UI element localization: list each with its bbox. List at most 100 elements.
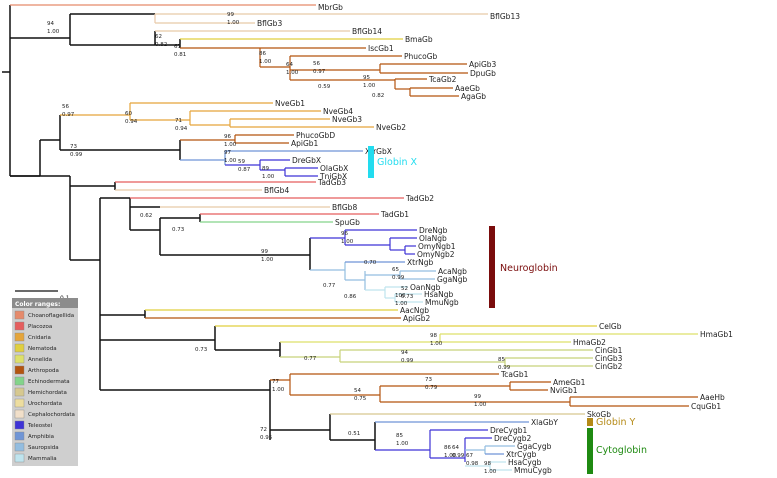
- support-posterior: 0.77: [323, 283, 336, 289]
- support-posterior: 0.79: [425, 385, 438, 391]
- support-bootstrap: 99: [261, 249, 268, 255]
- support-posterior: 1.00: [227, 20, 240, 26]
- legend-item-label: Placozoa: [28, 324, 52, 330]
- tip-label: CinGb3: [595, 354, 623, 363]
- legend-item-label: Amphibia: [28, 434, 54, 440]
- support-posterior: 1.00: [224, 158, 237, 164]
- support-posterior: 0.73: [401, 294, 414, 300]
- group-bar: [489, 226, 495, 308]
- support-posterior: 0.51: [348, 431, 360, 437]
- legend-item-label: Cephalochordata: [28, 412, 75, 418]
- tip-label: OanNgb: [410, 283, 441, 292]
- tip-label: CelGb: [599, 322, 622, 331]
- tip-label: NviGb1: [550, 386, 578, 395]
- legend-item-label: Urochordata: [28, 401, 62, 407]
- support-posterior: 0.81: [174, 52, 186, 58]
- tip-label: NveGb1: [275, 99, 305, 108]
- legend-item-label: Mammalia: [28, 456, 57, 462]
- tip-label: MmuCygb: [514, 466, 552, 475]
- tip-label: CinGb2: [595, 362, 623, 371]
- support-posterior: 0.99: [498, 365, 511, 371]
- tip-label: OlaNgb: [419, 234, 447, 243]
- legend: Color ranges: ChoanoflagellidaPlacozoaCn…: [12, 298, 78, 466]
- support-bootstrap: 98: [484, 461, 491, 467]
- support-bootstrap: 62: [155, 34, 162, 40]
- legend-swatch: [14, 409, 25, 419]
- tip-label: XlaGbY: [531, 418, 558, 427]
- support-bootstrap: 52: [401, 286, 408, 292]
- tip-label: ApiGb3: [469, 60, 497, 69]
- tip-label: DpuGb: [470, 69, 496, 78]
- tip-label: BflGb14: [352, 27, 382, 36]
- tip-label: BflGb8: [332, 203, 357, 212]
- support-posterior: 1.00: [272, 387, 285, 393]
- support-posterior: 1.00: [261, 257, 274, 263]
- support-posterior: 0.73: [195, 347, 208, 353]
- legend-item-label: Cnidaria: [28, 335, 51, 341]
- tip-label: DreCygb1: [490, 426, 528, 435]
- support-posterior: 1.00: [395, 301, 408, 307]
- tip-label: TadGb2: [405, 194, 434, 203]
- tip-label: ApiGb1: [291, 139, 319, 148]
- legend-swatch: [14, 387, 25, 397]
- support-posterior: 0.99: [392, 275, 405, 281]
- tip-label: AmeGb1: [553, 378, 586, 387]
- support-posterior: 1.00: [47, 29, 60, 35]
- tip-label: TniGbX: [319, 172, 347, 181]
- support-bootstrap: 99: [474, 394, 481, 400]
- tip-label: BflGb13: [490, 12, 520, 21]
- tip-label: BflGb3: [257, 19, 282, 28]
- support-bootstrap: 65: [392, 267, 399, 273]
- legend-swatch: [14, 365, 25, 375]
- tip-label: SpuGb: [335, 218, 360, 227]
- tip-label: OmyNgb2: [417, 250, 455, 259]
- support-bootstrap: 96: [224, 134, 231, 140]
- tip-label: OlaGbX: [320, 164, 348, 173]
- support-posterior: 1.00: [286, 70, 299, 76]
- support-posterior: 0.95: [260, 435, 273, 441]
- tip-label: IscGb1: [368, 44, 394, 53]
- support-posterior: 1.00: [363, 83, 376, 89]
- support-posterior: 0.94: [175, 126, 188, 132]
- tip-label: HmaGb2: [573, 338, 606, 347]
- support-bootstrap: 64: [452, 445, 459, 451]
- support-bootstrap: 99: [227, 12, 234, 18]
- legend-swatch: [14, 343, 25, 353]
- support-bootstrap: 77: [272, 379, 279, 385]
- tip-label: CquGb1: [691, 402, 721, 411]
- legend-item-label: Annelida: [28, 357, 52, 363]
- tip-label: OmyNgb1: [418, 242, 456, 251]
- support-bootstrap: 56: [313, 61, 320, 67]
- support-bootstrap: 94: [401, 350, 408, 356]
- tip-label: HmaGb1: [700, 330, 733, 339]
- tip-label: TadGb1: [380, 210, 409, 219]
- support-bootstrap: 73: [425, 377, 432, 383]
- support-bootstrap: 56: [62, 104, 69, 110]
- legend-items: ChoanoflagellidaPlacozoaCnidariaNematoda…: [14, 310, 75, 463]
- legend-swatch: [14, 431, 25, 441]
- support-bootstrap: 89: [262, 166, 269, 172]
- support-bootstrap: 72: [260, 427, 267, 433]
- tip-label: BmaGb: [405, 35, 433, 44]
- support-posterior: 0.86: [344, 294, 357, 300]
- group-bar: [587, 418, 593, 426]
- support-posterior: 0.98: [466, 461, 479, 467]
- support-posterior: 1.00: [259, 59, 272, 65]
- tip-label: XtrGbX: [365, 147, 392, 156]
- support-posterior: 1.00: [484, 469, 497, 475]
- support-posterior: 0.82: [372, 93, 384, 99]
- legend-item-label: Echinodermata: [28, 379, 70, 385]
- legend-swatch: [14, 376, 25, 386]
- support-bootstrap: 59: [238, 159, 245, 165]
- support-bootstrap: 73: [70, 144, 77, 150]
- support-posterior: 0.87: [238, 167, 251, 173]
- group-bar: [368, 146, 374, 178]
- support-posterior: 1.00: [396, 441, 409, 447]
- tip-label: CinGb1: [595, 346, 623, 355]
- legend-item-label: Sauropsida: [28, 445, 59, 451]
- support-posterior: 0.82: [155, 42, 167, 48]
- tip-label: HsaNgb: [424, 290, 454, 299]
- support-posterior: 0.94: [125, 119, 138, 125]
- support-bootstrap: 67: [466, 453, 473, 459]
